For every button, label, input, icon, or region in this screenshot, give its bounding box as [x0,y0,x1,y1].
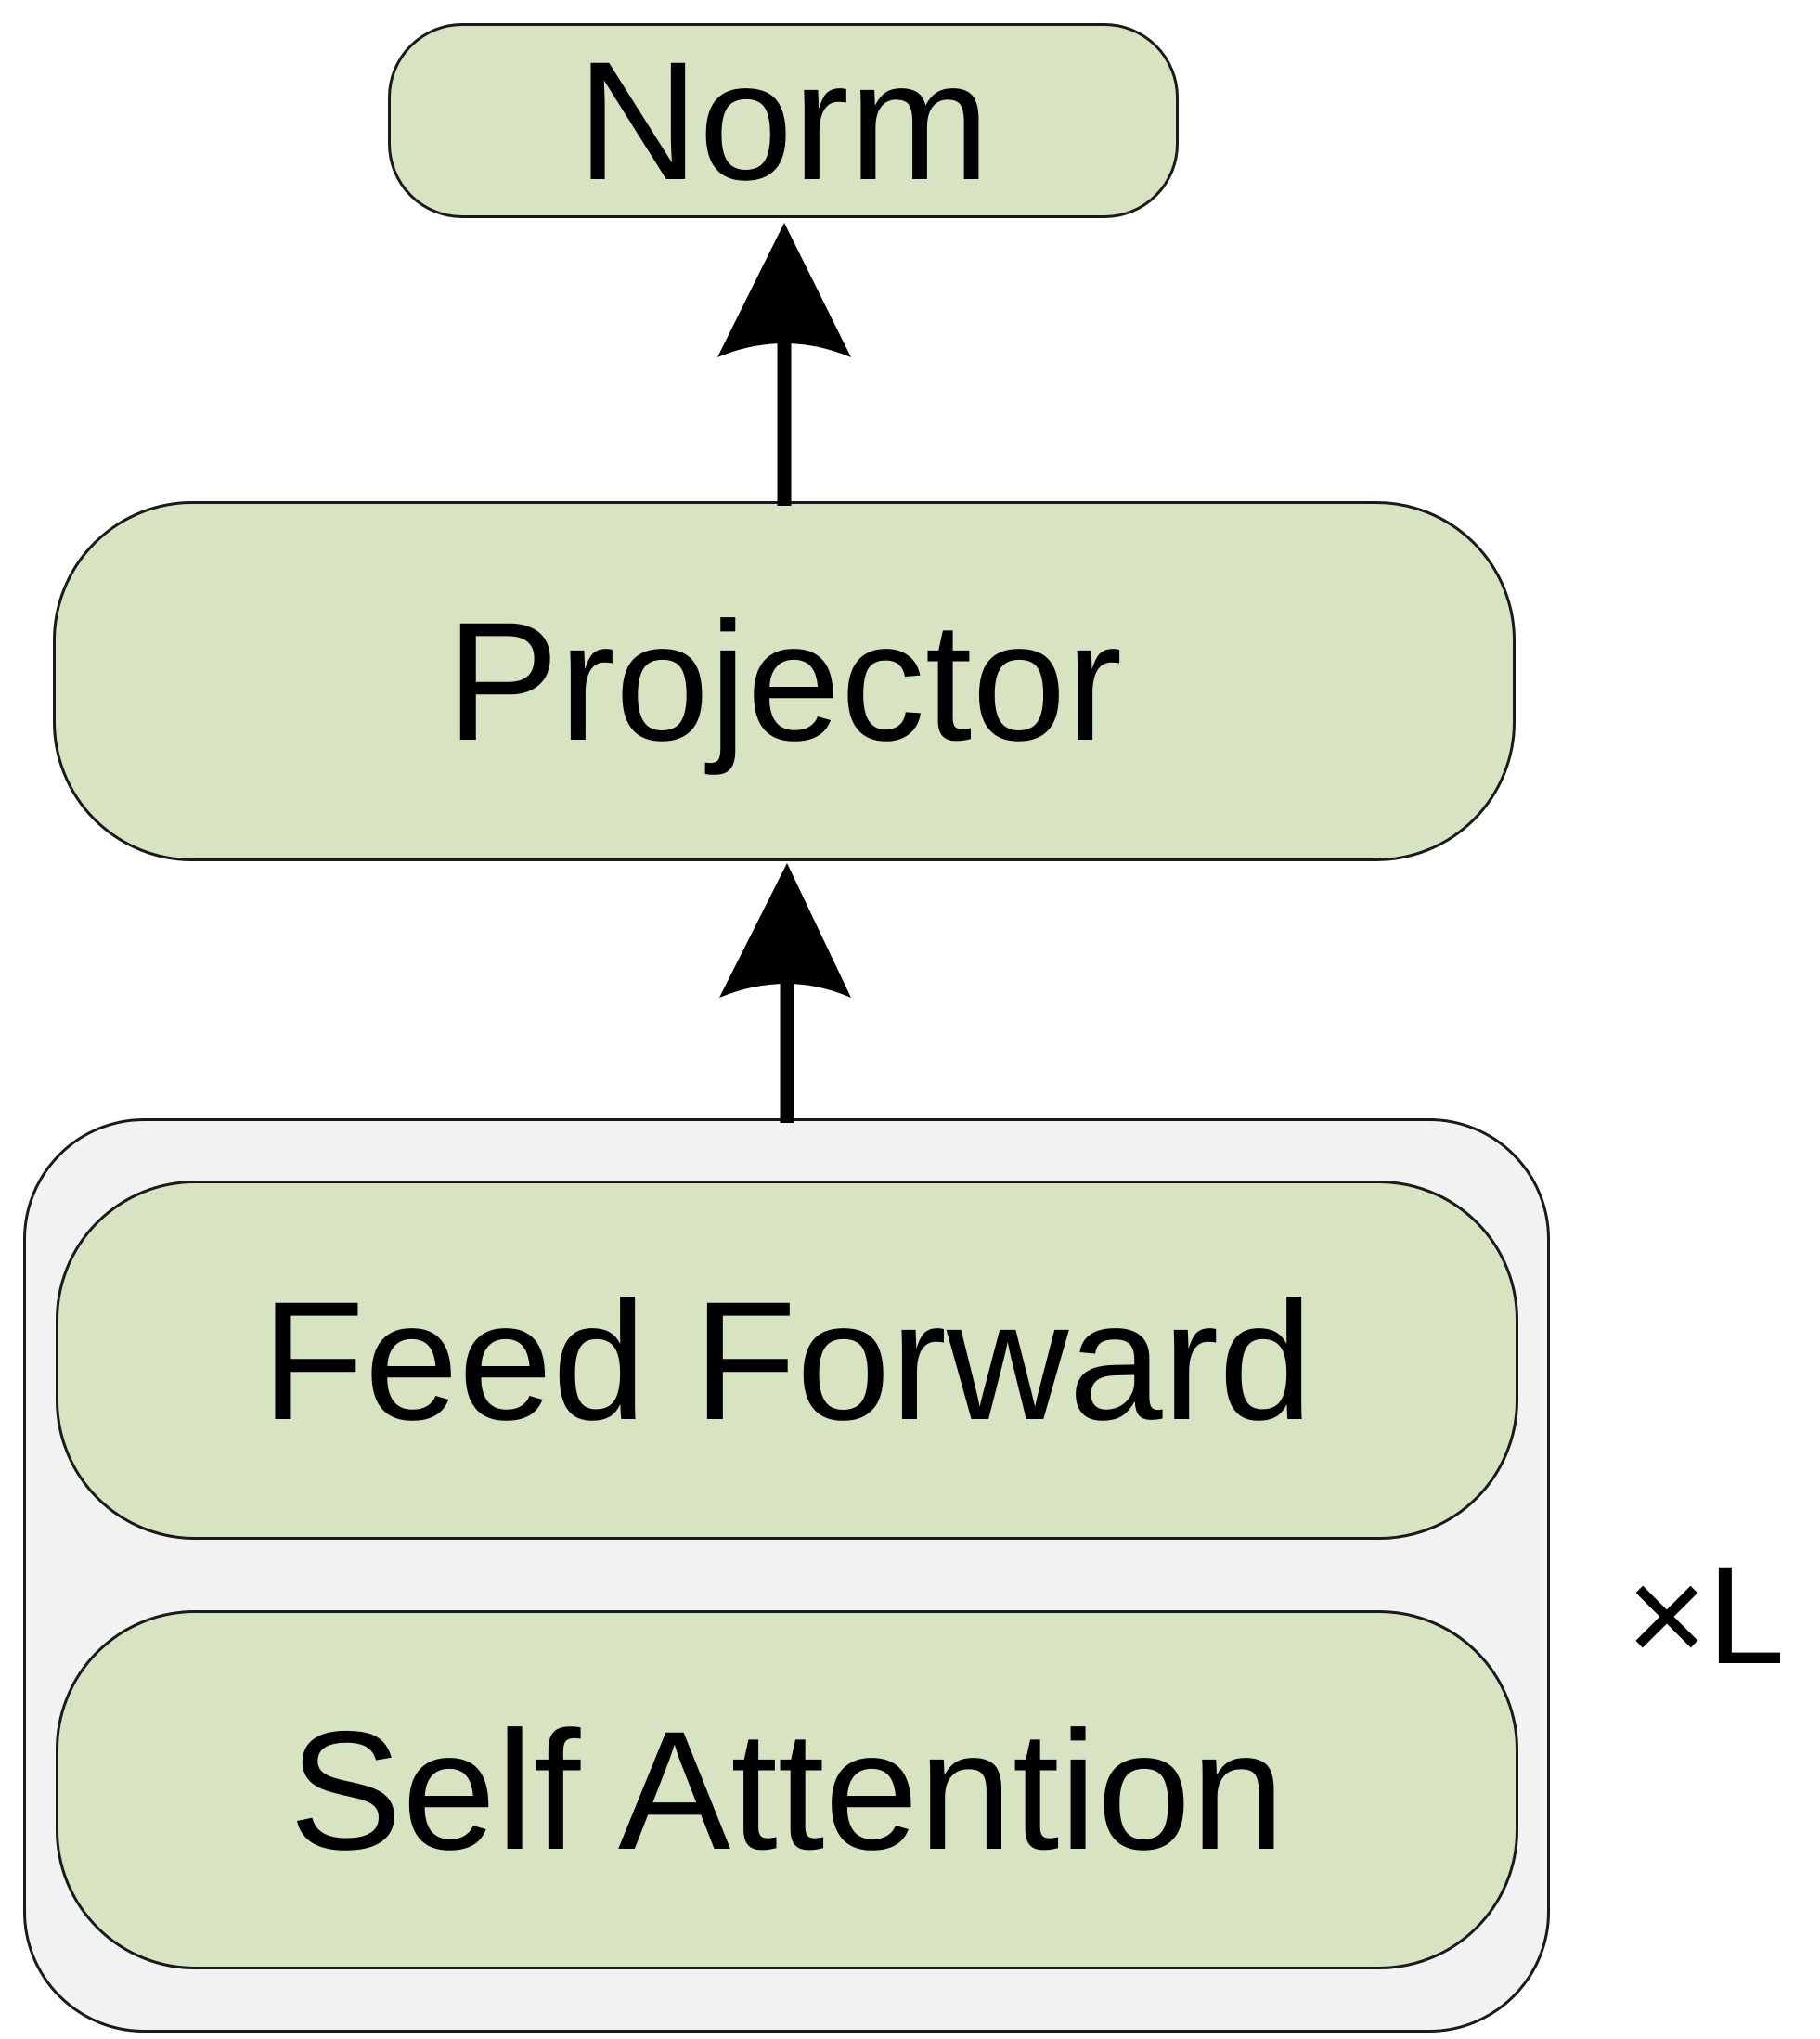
projector-block: Projector [53,501,1516,861]
feed-forward-block: Feed Forward [56,1181,1518,1540]
feed-forward-label: Feed Forward [261,1265,1313,1455]
self-attention-block: Self Attention [56,1610,1518,1969]
projector-label: Projector [445,587,1123,776]
arrow-projector-to-norm [717,223,851,506]
repeat-count-label: ×L [1626,1537,1786,1693]
norm-block: Norm [388,23,1179,218]
norm-label: Norm [576,26,990,215]
self-attention-label: Self Attention [289,1695,1285,1885]
arrow-layers-to-projector [719,863,851,1123]
